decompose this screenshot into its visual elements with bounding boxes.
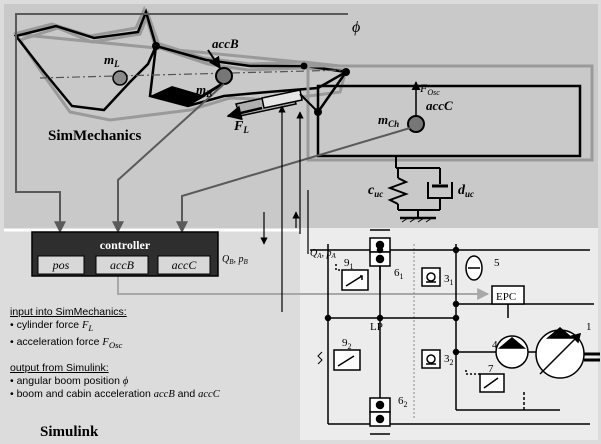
valve-9-1-label: 91 <box>344 257 354 271</box>
controller-block <box>31 231 219 277</box>
valve-3-2-label: 32 <box>444 353 454 367</box>
valve-6-2-label: 62 <box>398 395 408 409</box>
output-item-1: • angular boom position ϕ <box>10 375 129 387</box>
valve-6-1-label: 61 <box>394 267 404 281</box>
accC-label: accC <box>426 98 453 113</box>
LP-label: LP <box>370 321 383 333</box>
F-L-label: FL <box>233 119 249 135</box>
valve-9-2-label: 92 <box>342 337 352 351</box>
controller-port-accC: accC <box>172 258 198 272</box>
input-item-2: • acceleration force FOsc <box>10 335 123 350</box>
input-item-1: • cylinder force FL <box>10 319 94 334</box>
QB-pB-label: QB, pB <box>222 254 249 266</box>
mass-Ch-joint <box>407 115 425 133</box>
simmechanics-label: SimMechanics <box>48 128 141 144</box>
simulink-label: Simulink <box>40 424 99 440</box>
accB-label: accB <box>212 36 239 51</box>
EPC-label: EPC <box>496 291 516 303</box>
m-Ch-label: mCh <box>378 112 399 129</box>
controller-port-pos: pos <box>52 258 70 272</box>
suspension <box>387 156 453 223</box>
hydraulic-circuit <box>310 229 600 435</box>
mass-L-joint <box>112 70 128 86</box>
valve-7-label: 7 <box>488 363 494 375</box>
QA-pA-label: QA, pA <box>310 248 337 260</box>
controller-port-accB: accB <box>110 258 135 272</box>
output-item-2: • boom and cabin acceleration accB and a… <box>10 388 220 401</box>
output-heading: output from Simulink: <box>10 361 109 374</box>
signal-lines <box>15 13 490 420</box>
m-B-label: mB <box>196 82 212 99</box>
input-heading: input into SimMechanics: <box>10 306 127 318</box>
pump-4-label: 4 <box>492 339 498 351</box>
motor-1-label: 1 <box>586 321 592 333</box>
mass-B-joint <box>215 67 233 85</box>
controller-title: controller <box>100 238 151 252</box>
m-L-label: mL <box>104 52 120 69</box>
phi-label: ϕ <box>352 19 360 36</box>
boom-mechanism <box>13 5 594 162</box>
notes-panel: input into SimMechanics: • cylinder forc… <box>10 306 220 401</box>
F-Osc-label: FOsc <box>419 81 440 97</box>
d-uc-label: duc <box>458 183 474 199</box>
labels: SimMechanics ϕ mL mB accB FL FOsc accC m… <box>48 19 592 409</box>
c-uc-label: cuc <box>368 183 383 199</box>
accumulator-5-label: 5 <box>494 257 500 269</box>
valve-3-1-label: 31 <box>444 273 454 287</box>
